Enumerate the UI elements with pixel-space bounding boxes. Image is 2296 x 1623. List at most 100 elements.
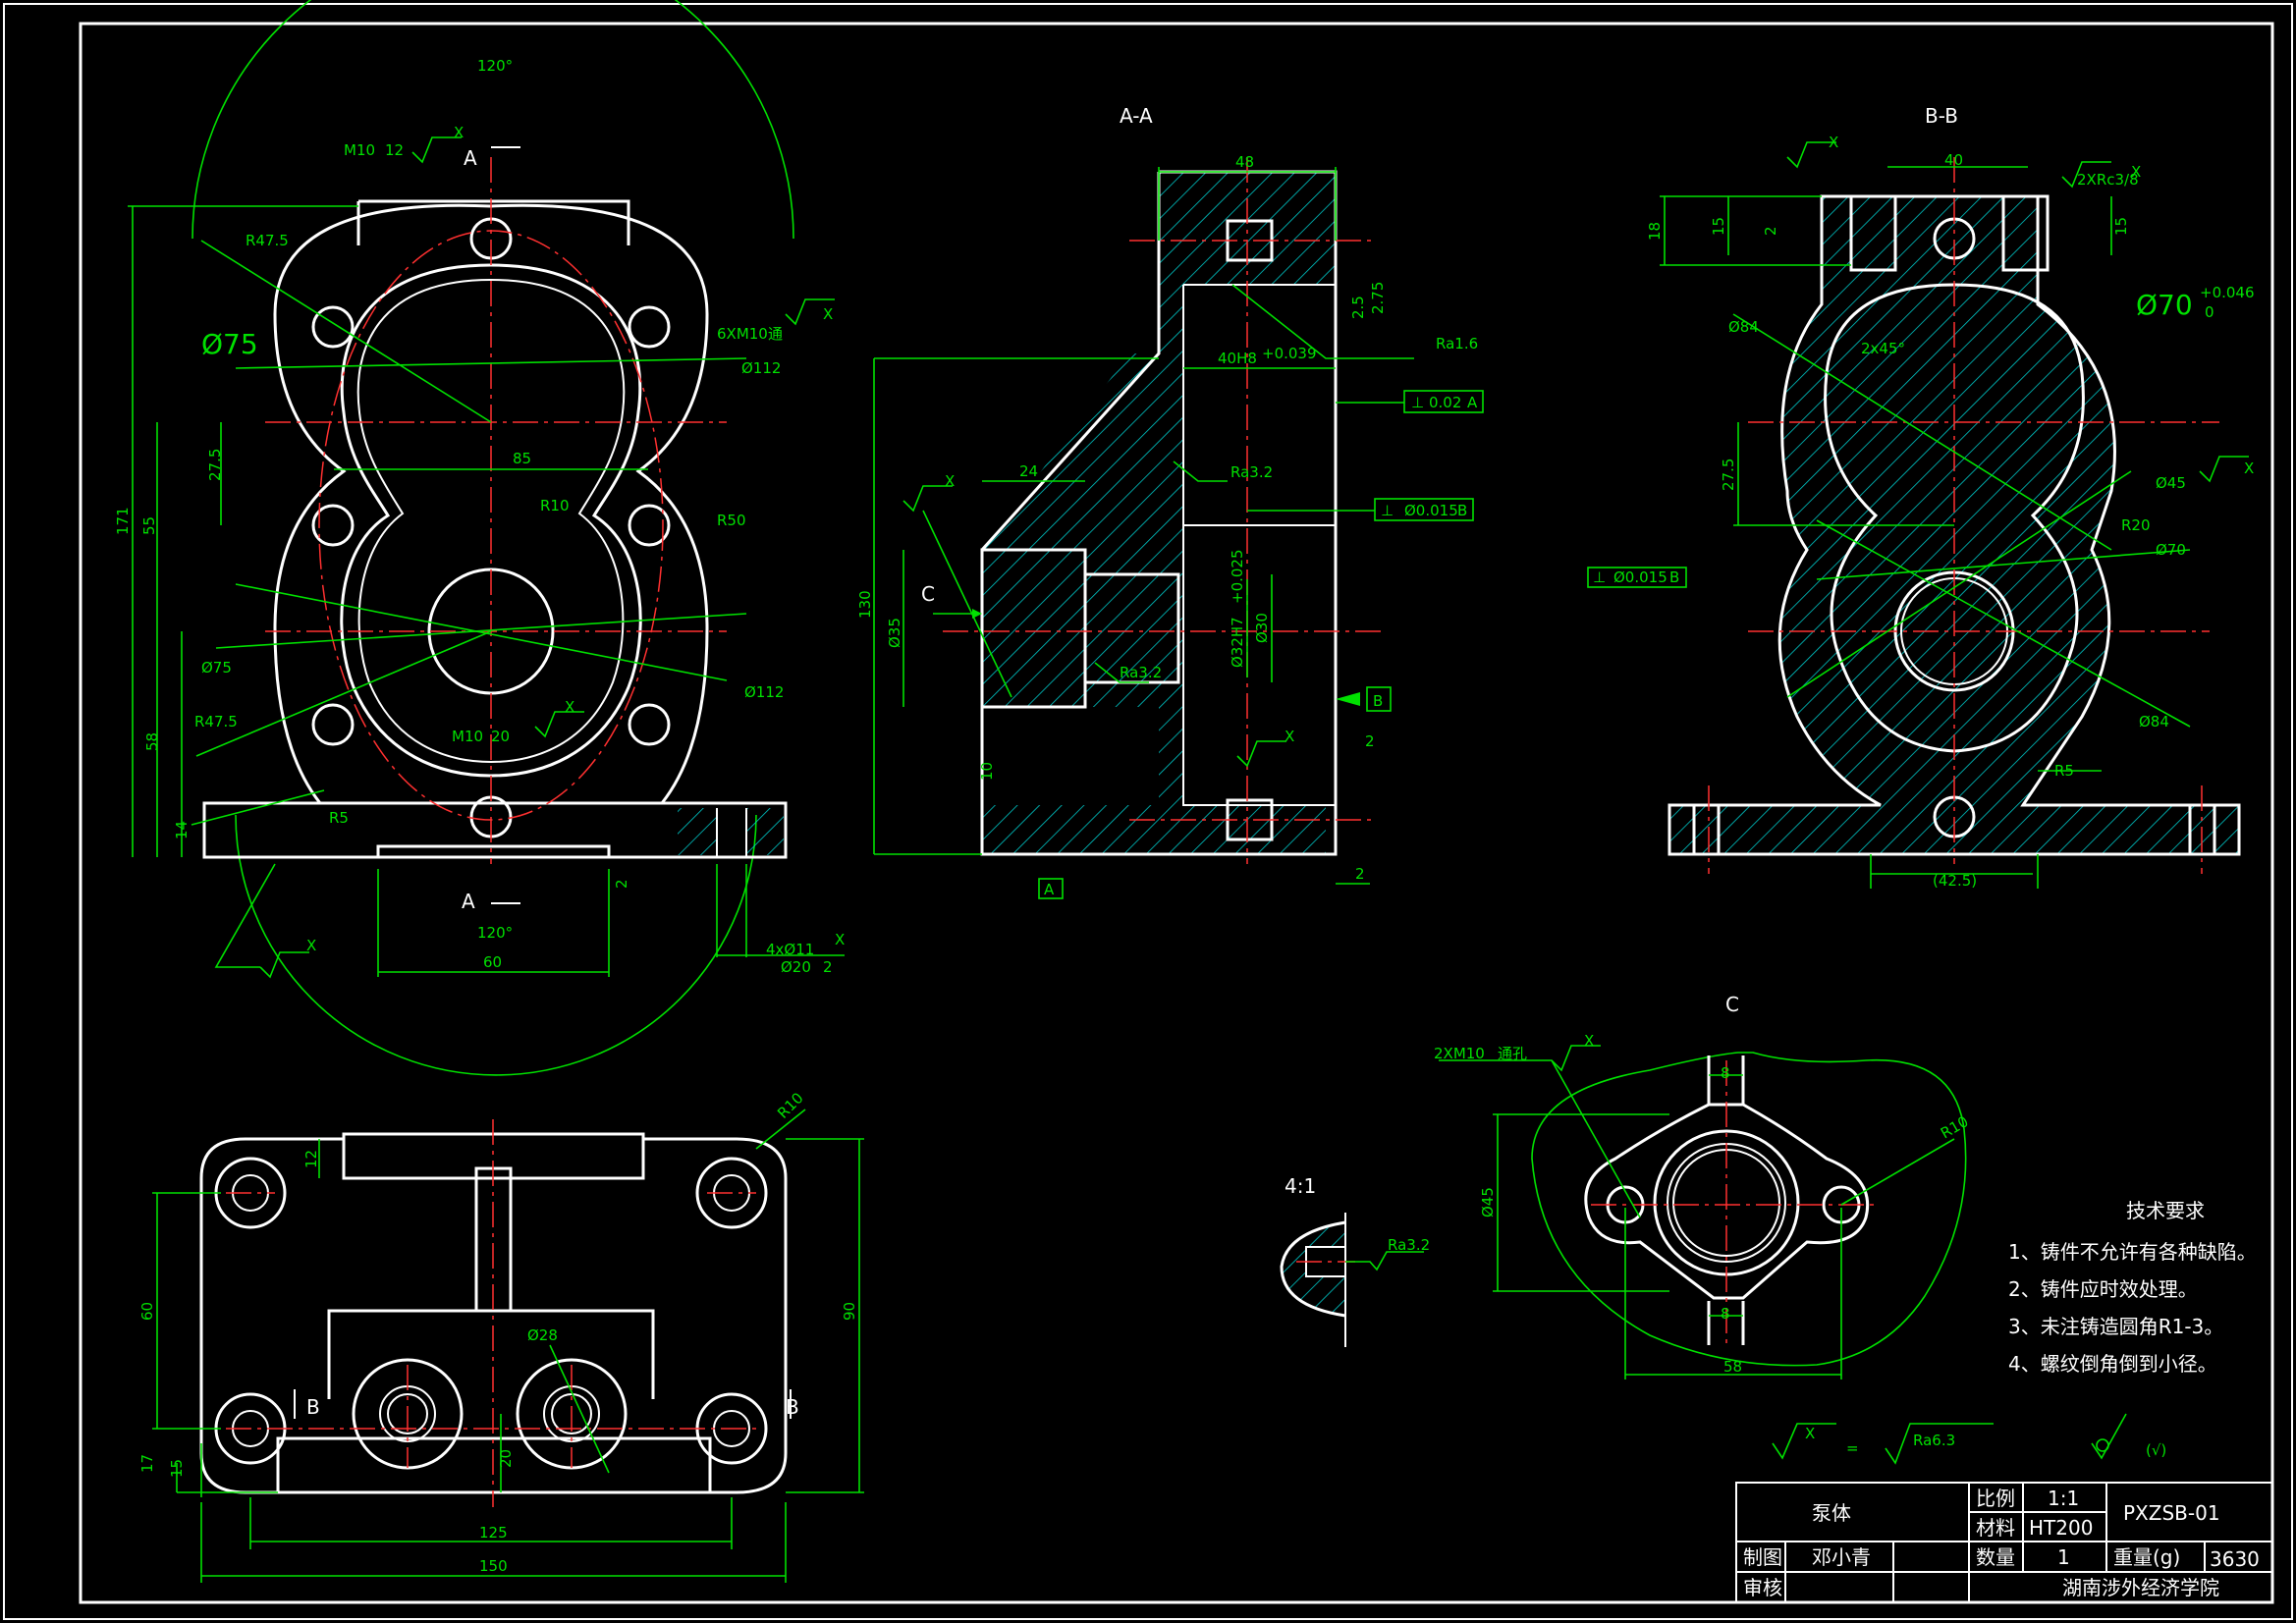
req-item-1: 1、铸件不允许有各种缺陷。 bbox=[2008, 1240, 2257, 1264]
cut-b-left: B bbox=[306, 1395, 320, 1419]
technical-requirements: 技术要求 1、铸件不允许有各种缺陷。 2、铸件应时效处理。 3、未注铸造圆角R1… bbox=[2008, 1199, 2257, 1376]
bv-dim-125: 125 bbox=[479, 1524, 508, 1542]
cut-a-top: A bbox=[464, 146, 477, 170]
bb-r20: R20 bbox=[2121, 516, 2151, 534]
ra16: Ra1.6 bbox=[1436, 335, 1478, 352]
thread-top-depth: 12 bbox=[385, 141, 404, 159]
r475-top: R47.5 bbox=[246, 232, 289, 249]
thread-bottom-depth: 20 bbox=[491, 728, 510, 745]
bb-runout-sym: ⊥ bbox=[1593, 568, 1606, 586]
r50: R50 bbox=[717, 512, 746, 529]
thread-top: M10 bbox=[344, 141, 375, 159]
runout-val: Ø0.015 bbox=[1404, 502, 1458, 519]
detail-4-1: 4:1 Ra3.2 bbox=[1280, 1174, 1430, 1347]
tb-scale-label: 比例 bbox=[1976, 1487, 2015, 1510]
bb-rough-x-1: X bbox=[1829, 134, 1838, 151]
dim-130: 130 bbox=[856, 590, 874, 619]
datum-a: A bbox=[1044, 881, 1055, 898]
title-block: 泵体 比例 1:1 材料 HT200 PXZSB-01 制图 邓小青 数量 1 … bbox=[1735, 1482, 2273, 1603]
dim-30: Ø30 bbox=[1253, 613, 1271, 643]
rough-note-val: Ra6.3 bbox=[1913, 1432, 1955, 1449]
dim-275v: 2.75 bbox=[1369, 282, 1387, 314]
bv-dim-17: 17 bbox=[138, 1454, 156, 1473]
detail-ra32: Ra3.2 bbox=[1388, 1236, 1430, 1254]
roughness-note: X = Ra6.3 (√) bbox=[1772, 1413, 2166, 1465]
bb-rough-x-2: X bbox=[2131, 163, 2141, 181]
bb-r5: R5 bbox=[2054, 762, 2074, 780]
rough-x-1: X bbox=[454, 124, 464, 141]
perp-val: 0.02 bbox=[1429, 394, 1461, 411]
tb-material-label: 材料 bbox=[1976, 1516, 2015, 1540]
tb-qty-label: 数量 bbox=[1976, 1545, 2015, 1569]
front-view: 120° 120° M10 12 X A R47.5 Ø75 6XM10 通 X… bbox=[114, 0, 845, 1076]
bb-thread-2x: 2XRc3/8 bbox=[2077, 171, 2139, 189]
runout-sym: ⊥ bbox=[1381, 502, 1394, 519]
c-r10: R10 bbox=[1938, 1112, 1972, 1142]
bb-d70: Ø70 bbox=[2156, 541, 2186, 559]
dim-2c: 2 bbox=[1355, 865, 1365, 883]
d112-bottom: Ø112 bbox=[744, 683, 784, 701]
tb-drawing-no: PXZSB-01 bbox=[2123, 1501, 2220, 1525]
c-thread-suffix: 通孔 bbox=[1498, 1045, 1527, 1062]
cut-a-bottom: A bbox=[462, 890, 475, 913]
tb-qty-value: 1 bbox=[2057, 1545, 2070, 1569]
arrow-c: C bbox=[921, 582, 935, 606]
bb-d45: Ø45 bbox=[2156, 474, 2186, 492]
view-c: C 2XM10 通孔 X 8 R10 Ø45 8 58 bbox=[1434, 993, 1972, 1380]
tb-part-name: 泵体 bbox=[1812, 1501, 1851, 1525]
holes-4x: 4xØ11 bbox=[766, 941, 814, 958]
dim-2: 2 bbox=[613, 879, 630, 889]
dim-58: 58 bbox=[143, 732, 161, 751]
rough-x-5: X bbox=[835, 931, 845, 948]
rough-x-2: X bbox=[823, 305, 833, 323]
tb-check-label: 审核 bbox=[1743, 1576, 1782, 1599]
rough-x-4: X bbox=[306, 937, 316, 954]
rough-note-rest: (√) bbox=[2146, 1441, 2166, 1459]
dim-48: 48 bbox=[1235, 153, 1254, 171]
dim-2b: 2 bbox=[1365, 732, 1375, 750]
tb-weight-value: 3630 bbox=[2210, 1547, 2260, 1571]
inner-border bbox=[79, 22, 2274, 1604]
tb-material-value: HT200 bbox=[2029, 1516, 2093, 1540]
bv-dim-12: 12 bbox=[302, 1150, 320, 1168]
tb-scale-value: 1:1 bbox=[2048, 1487, 2079, 1510]
rough-note-x: X bbox=[1805, 1425, 1815, 1442]
rough-note-eq: = bbox=[1846, 1439, 1859, 1457]
bb-dim-15a: 15 bbox=[1710, 217, 1727, 236]
bb-tol-zero: 0 bbox=[2205, 303, 2214, 321]
holes-cbore: Ø20 bbox=[781, 958, 811, 976]
runout-ref: B bbox=[1457, 502, 1467, 519]
thread-bottom: M10 bbox=[452, 728, 483, 745]
dim-25: 2.5 bbox=[1349, 296, 1367, 319]
bb-runout-val: Ø0.015 bbox=[1613, 568, 1667, 586]
outer-border bbox=[3, 3, 2293, 1620]
bb-dim-40: 40 bbox=[1944, 151, 1963, 169]
angle-bottom: 120° bbox=[477, 924, 513, 942]
tb-drawn-label: 制图 bbox=[1743, 1545, 1782, 1569]
cut-b-right: B bbox=[786, 1395, 799, 1419]
bb-d70-tol: Ø70 bbox=[2136, 289, 2193, 321]
datum-b: B bbox=[1373, 692, 1383, 710]
bv-dim-20: 20 bbox=[497, 1449, 515, 1468]
dim-32h7-tol: +0.025 bbox=[1229, 549, 1246, 604]
bv-dim-90: 90 bbox=[841, 1302, 858, 1321]
c-dim-8-top: 8 bbox=[1721, 1064, 1730, 1082]
bb-dim-18: 18 bbox=[1646, 222, 1664, 241]
section-aa: A-A bbox=[856, 104, 1484, 899]
req-item-2: 2、铸件应时效处理。 bbox=[2008, 1277, 2198, 1301]
bb-dim-2: 2 bbox=[1762, 226, 1779, 236]
tb-weight-label: 重量(g) bbox=[2113, 1545, 2180, 1569]
req-item-3: 3、未注铸造圆角R1-3。 bbox=[2008, 1315, 2223, 1338]
d75-small: Ø75 bbox=[201, 659, 232, 676]
dim-275: 27.5 bbox=[206, 449, 224, 481]
bv-r10: R10 bbox=[774, 1089, 807, 1122]
angle-top: 120° bbox=[477, 57, 513, 75]
holes-cbore-depth: 2 bbox=[823, 958, 833, 976]
section-bb: B-B 40 bbox=[1587, 104, 2255, 890]
bv-d28: Ø28 bbox=[527, 1326, 558, 1344]
perp-sym: ⊥ bbox=[1411, 394, 1424, 411]
r475-bottom: R47.5 bbox=[194, 713, 238, 730]
section-bb-title: B-B bbox=[1925, 104, 1958, 128]
bb-dim-275: 27.5 bbox=[1720, 459, 1737, 491]
